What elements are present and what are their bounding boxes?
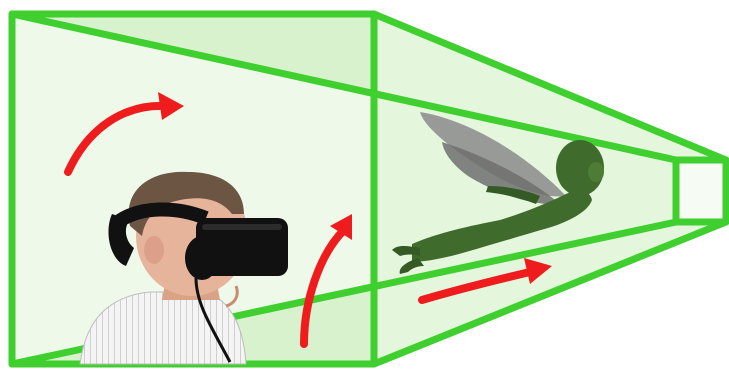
headset-visor-shine [202,224,282,230]
ear [144,236,164,264]
headphone [185,236,219,280]
fairy-face [588,162,604,182]
frustum-far-plane [676,160,726,222]
